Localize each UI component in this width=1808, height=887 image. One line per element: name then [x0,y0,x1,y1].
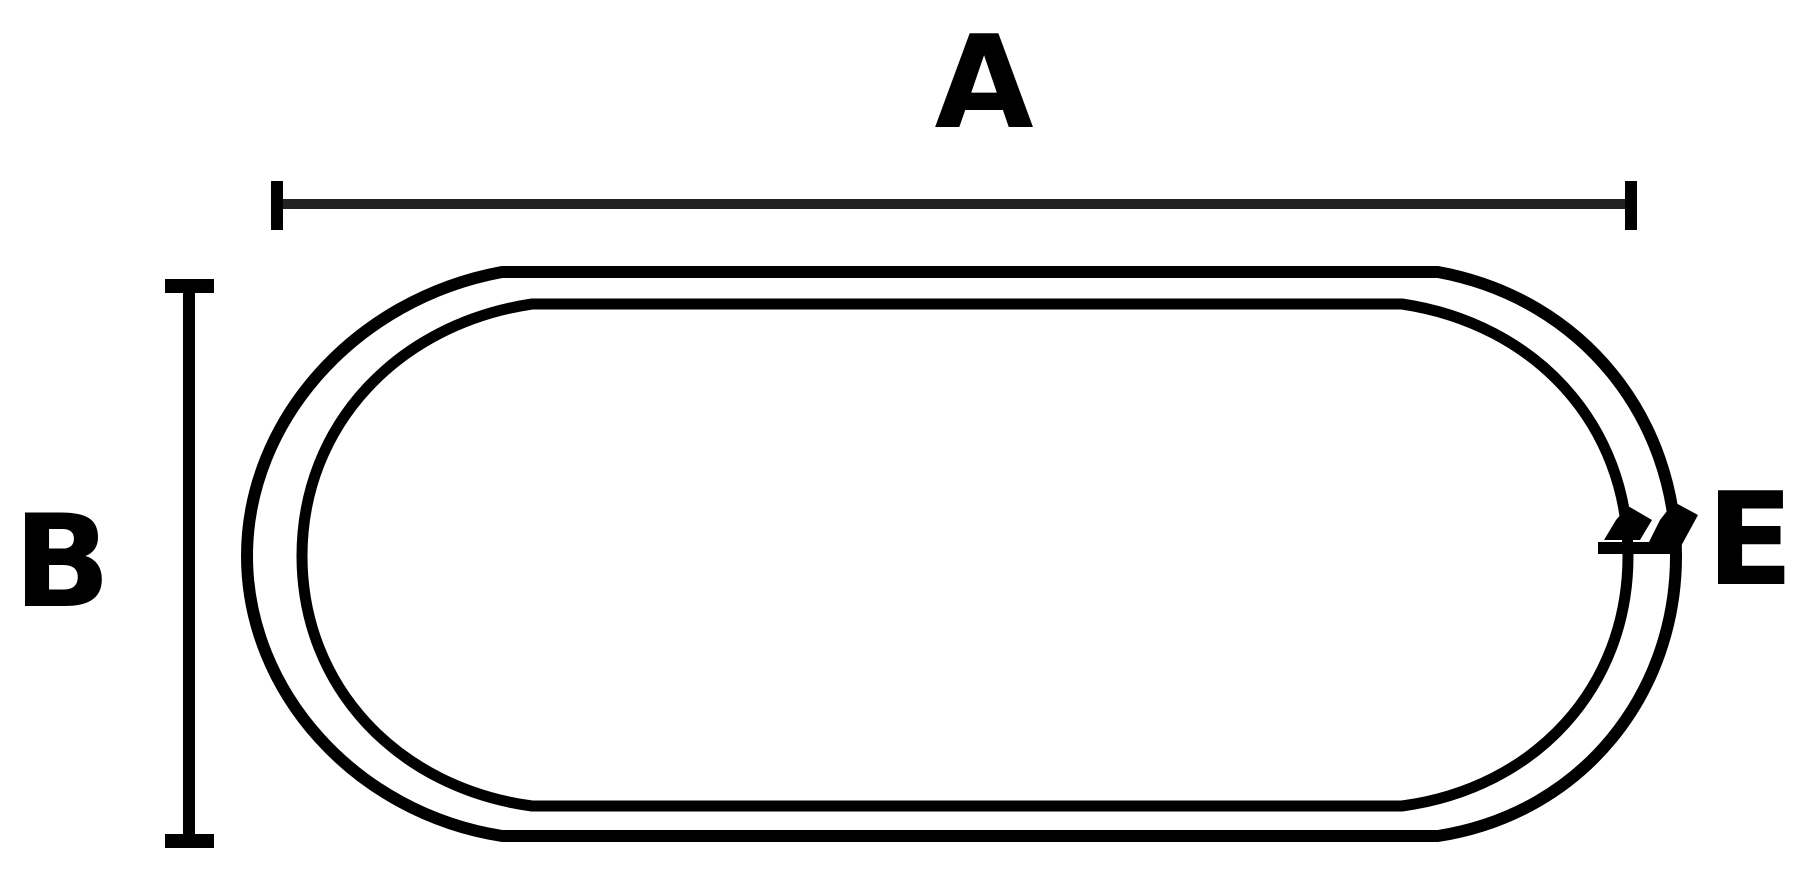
label-e: E [1706,466,1793,615]
label-a: A [934,9,1033,158]
inner-track-loop [296,298,1634,812]
inner-arrow-icon [1604,506,1652,540]
dimension-a: A [271,9,1637,230]
dimension-a-right-tick [1625,181,1637,230]
outer-arrow-icon [1646,502,1698,548]
dimension-a-left-tick [271,181,283,230]
outer-track-loop [240,266,1683,842]
dimension-b-top-tick [165,279,214,293]
dimension-b: B [13,279,214,848]
dimension-b-bottom-tick [165,834,214,848]
label-b: B [13,488,111,637]
edge-connector [1598,502,1698,554]
